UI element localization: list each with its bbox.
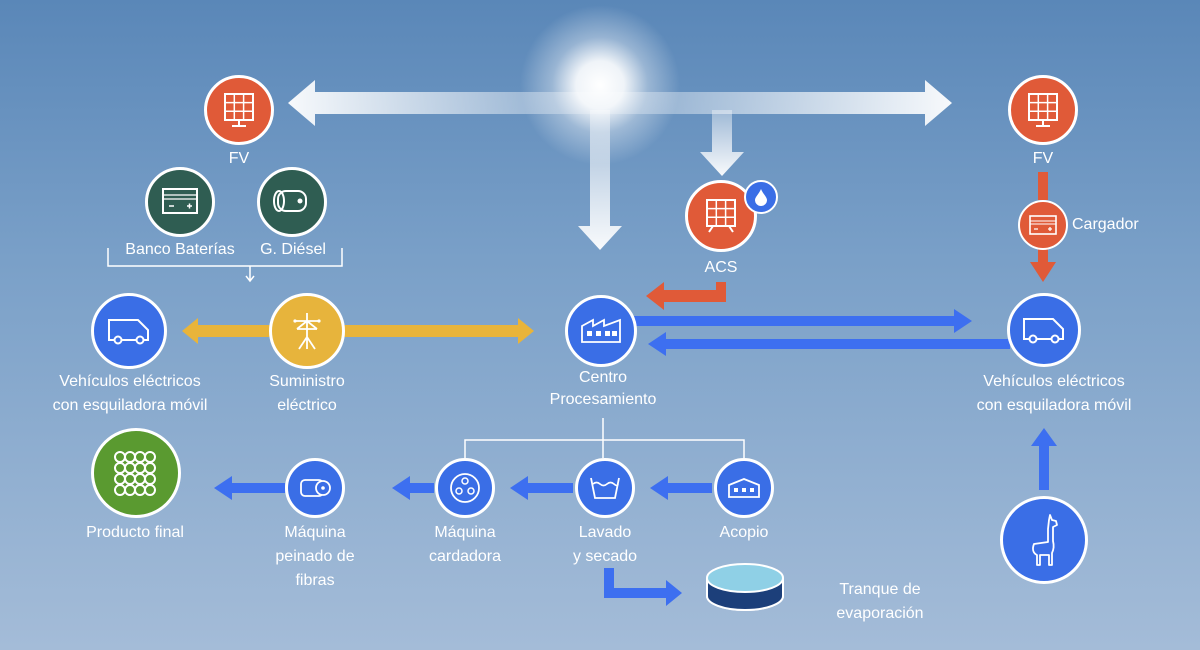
cardadora-to-peinado-arrow xyxy=(392,476,434,500)
comb-label-3: fibras xyxy=(295,572,335,589)
supply-label-1: Suministro xyxy=(269,373,345,390)
acopio-to-lavado-arrow xyxy=(650,476,712,500)
wash-label-1: Lavado xyxy=(578,524,632,541)
llama-node xyxy=(1000,496,1088,584)
sun-icon xyxy=(520,5,680,165)
van-icon xyxy=(1023,318,1064,344)
solar-panel-icon xyxy=(224,93,254,127)
carding-label-2: cardadora xyxy=(428,548,502,565)
warehouse-node xyxy=(714,458,774,518)
llama-icon xyxy=(1032,514,1058,566)
final-product-label: Producto final xyxy=(86,524,184,541)
fv-right-label: FV xyxy=(1032,150,1054,167)
power-pole-icon xyxy=(293,313,321,350)
carding-machine-node xyxy=(435,458,495,518)
acs-to-centro-arrow xyxy=(646,282,726,310)
vehicle-right-label-1: Vehículos eléctricos xyxy=(983,373,1125,390)
van-icon xyxy=(108,319,149,345)
centro-label-2: Procesamiento xyxy=(549,391,657,408)
battery-label: Banco Baterías xyxy=(125,241,235,258)
supply-label-2: eléctrico xyxy=(277,397,337,414)
vehicle-left-label-2: con esquiladora móvil xyxy=(52,397,208,414)
comb-label-1: Máquina xyxy=(284,524,346,541)
fv-right-node xyxy=(1008,75,1078,145)
vehicle-right-label-2: con esquiladora móvil xyxy=(976,397,1132,414)
acs-label: ACS xyxy=(704,259,738,276)
supply-node xyxy=(269,293,345,369)
sun-arrows xyxy=(288,80,952,250)
peinado-to-producto-arrow xyxy=(214,476,285,500)
llama-to-vehicle-arrow xyxy=(1031,428,1057,490)
lavado-to-cardadora-arrow xyxy=(510,476,573,500)
pond-label-2: evaporación xyxy=(836,605,924,622)
comb-label-2: peinado de xyxy=(275,548,355,565)
charger-to-vehicle-arrow xyxy=(1030,240,1056,282)
water-drop-badge xyxy=(744,180,778,214)
bracket-down-arrow xyxy=(245,266,255,283)
fv-left-node xyxy=(204,75,274,145)
diesel-label: G. Diésel xyxy=(260,241,326,258)
vehicle-left-node xyxy=(91,293,167,369)
vehicle-left-label-1: Vehículos eléctricos xyxy=(59,373,201,390)
carding-label-1: Máquina xyxy=(434,524,496,541)
solar-panel-icon xyxy=(706,199,736,233)
factory-icon xyxy=(581,318,621,343)
vehicle-to-centro-arrow xyxy=(648,332,1010,356)
solar-panel-icon xyxy=(1028,93,1058,127)
fv-left-label: FV xyxy=(228,150,250,167)
lavado-to-tanque-arrow xyxy=(604,568,682,606)
comb-machine-icon xyxy=(300,479,331,497)
pond-label-1: Tranque de xyxy=(839,581,921,598)
charger-label: Cargador xyxy=(1072,216,1139,233)
evaporation-pond-icon xyxy=(706,563,784,611)
supply-double-arrow xyxy=(182,318,534,344)
wash-icon xyxy=(590,477,620,499)
wash-label-2: y secado xyxy=(572,548,638,565)
warehouse-label: Acopio xyxy=(719,524,769,541)
fv-to-charger-line xyxy=(1038,172,1048,200)
final-product-node xyxy=(91,428,181,518)
wash-node xyxy=(575,458,635,518)
centro-to-vehicle-arrow xyxy=(634,309,972,333)
battery-icon xyxy=(162,188,198,214)
diesel-node xyxy=(257,167,327,237)
process-tree-lines xyxy=(464,418,745,458)
comb-machine-node xyxy=(285,458,345,518)
wool-icon xyxy=(114,451,156,496)
centro-label-1: Centro xyxy=(578,369,628,386)
battery-bracket xyxy=(107,248,343,267)
water-drop-icon xyxy=(755,189,767,206)
vehicle-right-node xyxy=(1007,293,1081,367)
diesel-tank-icon xyxy=(273,190,307,212)
centro-node xyxy=(565,295,637,367)
battery-node xyxy=(145,167,215,237)
carding-machine-icon xyxy=(450,473,480,503)
charger-icon xyxy=(1029,215,1057,235)
warehouse-icon xyxy=(728,478,760,498)
charger-node xyxy=(1018,200,1068,250)
